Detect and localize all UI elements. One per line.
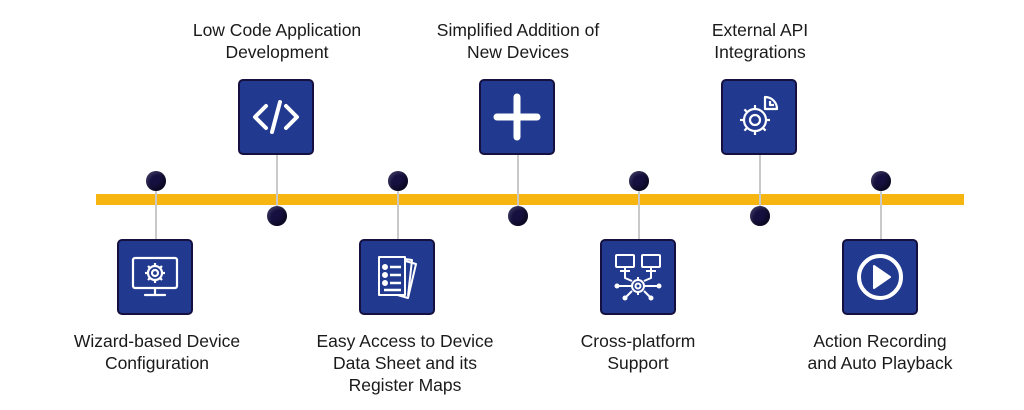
datasheet-label-line1: Easy Access to Device [316, 331, 494, 351]
timeline-dot-recording [871, 171, 891, 191]
stem-recording [880, 190, 882, 240]
low-code-label-line2: Development [225, 42, 329, 62]
new-devices-label-line2: New Devices [466, 42, 570, 62]
timeline-dot-datasheet [388, 171, 408, 191]
cross-platform-label-line1: Cross-platform [580, 331, 696, 351]
gear-chart-icon [740, 95, 779, 135]
wizard-box [117, 239, 193, 315]
monitor-gear-icon [131, 256, 179, 297]
recording-box [842, 239, 918, 315]
document-list-icon [378, 256, 417, 299]
datasheet-label-line3: Register Maps [348, 375, 462, 395]
api-label-line1: External API [711, 20, 809, 40]
plus-icon [493, 93, 541, 141]
stem-datasheet [397, 190, 399, 240]
recording-label-line1: Action Recording [813, 331, 947, 351]
wizard-label-line1: Wizard-based Device [73, 331, 241, 351]
api-label: External API Integrations [640, 19, 880, 63]
stem-new-devices [517, 155, 519, 210]
timeline-bar [96, 194, 964, 205]
wizard-label: Wizard-based Device Configuration [37, 330, 277, 374]
low-code-label-line1: Low Code Application [192, 20, 362, 40]
new-devices-box [479, 79, 555, 155]
cross-platform-box [600, 239, 676, 315]
timeline-dot-wizard [146, 171, 166, 191]
stem-wizard [155, 190, 157, 240]
new-devices-label-line1: Simplified Addition of [436, 20, 600, 40]
timeline-dot-api [750, 206, 770, 226]
api-label-line2: Integrations [714, 42, 806, 62]
cross-platform-label: Cross-platform Support [518, 330, 758, 374]
network-monitors-icon [614, 254, 662, 301]
stem-api [759, 155, 761, 210]
api-box [721, 79, 797, 155]
low-code-label: Low Code Application Development [157, 19, 397, 63]
cross-platform-label-line2: Support [607, 353, 669, 373]
wizard-label-line2: Configuration [104, 353, 210, 373]
code-brackets-icon [253, 100, 299, 134]
datasheet-box [359, 239, 435, 315]
recording-label-line2: and Auto Playback [807, 353, 953, 373]
recording-label: Action Recording and Auto Playback [760, 330, 1000, 374]
timeline-dot-low-code [267, 206, 287, 226]
stem-low-code [276, 155, 278, 210]
datasheet-label: Easy Access to Device Data Sheet and its… [285, 330, 525, 396]
play-icon [857, 254, 903, 300]
datasheet-label-line2: Data Sheet and its [333, 353, 477, 373]
timeline-dot-cross-platform [629, 171, 649, 191]
low-code-box [238, 79, 314, 155]
new-devices-label: Simplified Addition of New Devices [398, 19, 638, 63]
stem-cross-platform [638, 190, 640, 240]
timeline-dot-new-devices [508, 206, 528, 226]
